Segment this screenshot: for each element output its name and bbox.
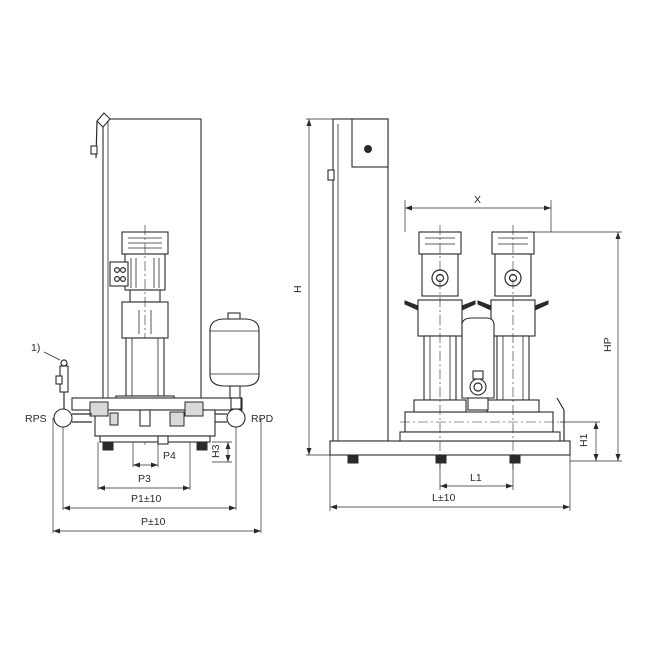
h1-label: H1 (578, 433, 590, 447)
manifold-and-gauge (461, 317, 495, 411)
p1-label: P1±10 (131, 493, 161, 505)
side-view (43, 112, 262, 534)
membrane-vessel (209, 312, 260, 399)
front-view (306, 118, 622, 511)
pump-1 (404, 225, 476, 470)
suction-connection (53, 359, 92, 428)
h-label: H (292, 285, 304, 293)
base-frame-front (329, 397, 571, 464)
p4-label: P4 (163, 450, 176, 462)
hp-label: HP (602, 337, 614, 352)
p3-label: P3 (138, 473, 151, 485)
pump-2 (477, 225, 549, 470)
note-label: 1) (31, 342, 40, 354)
rpd-label: RPD (251, 413, 274, 425)
rps-label: RPS (25, 413, 47, 425)
control-cabinet-front (327, 118, 389, 442)
h3-label: H3 (210, 444, 222, 458)
x-label: X (474, 194, 481, 206)
l1-label: L1 (470, 472, 482, 484)
base-frame (71, 397, 243, 451)
discharge-connection (215, 397, 246, 428)
p-label: P±10 (141, 516, 166, 528)
l-label: L±10 (432, 492, 455, 504)
